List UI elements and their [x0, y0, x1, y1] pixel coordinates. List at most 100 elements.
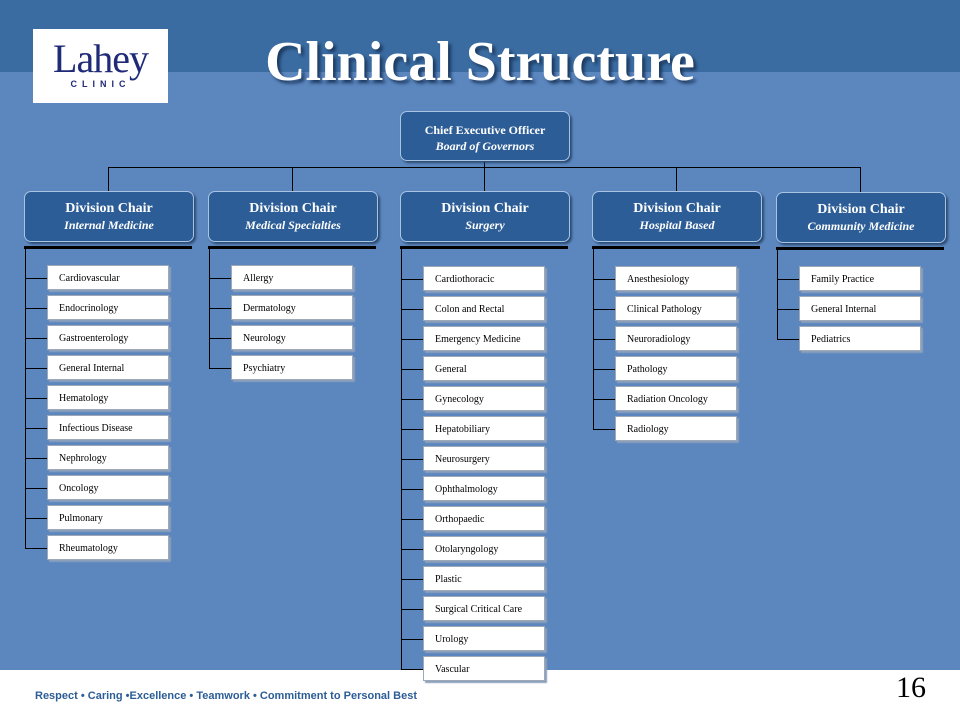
department-connector: [25, 458, 47, 459]
department-connector: [209, 338, 231, 339]
division-subtitle: Community Medicine: [807, 219, 915, 233]
slide-title: Clinical Structure: [265, 31, 695, 93]
division-underline: [776, 247, 944, 250]
department-connector: [593, 369, 615, 370]
department-box: General: [423, 356, 545, 381]
division-subtitle: Hospital Based: [639, 218, 715, 232]
department-connector: [25, 368, 47, 369]
department-box: Pathology: [615, 356, 737, 381]
department-box: Cardiovascular: [47, 265, 169, 290]
division-underline: [592, 246, 760, 249]
department-spine: [209, 249, 210, 369]
department-box: Clinical Pathology: [615, 296, 737, 321]
department-connector: [401, 579, 423, 580]
department-box: Ophthalmology: [423, 476, 545, 501]
logo-wordmark: Lahey: [53, 36, 149, 81]
division-title: Division Chair: [633, 201, 721, 216]
division-underline: [400, 246, 568, 249]
department-box: Neurosurgery: [423, 446, 545, 471]
department-box: Endocrinology: [47, 295, 169, 320]
division-underline: [24, 246, 192, 249]
logo-subtitle: CLINIC: [70, 79, 131, 89]
department-box: General Internal: [799, 296, 921, 321]
division-drop-line: [484, 167, 485, 191]
department-connector: [777, 279, 799, 280]
department-box: Family Practice: [799, 266, 921, 291]
department-connector: [25, 548, 47, 549]
division-title: Division Chair: [441, 201, 529, 216]
department-box: Oncology: [47, 475, 169, 500]
division-drop-line: [108, 167, 109, 191]
department-box: Pediatrics: [799, 326, 921, 351]
department-connector: [401, 279, 423, 280]
department-connector: [25, 278, 47, 279]
department-connector: [25, 428, 47, 429]
division-subtitle: Internal Medicine: [64, 218, 154, 232]
department-connector: [401, 519, 423, 520]
department-box: Rheumatology: [47, 535, 169, 560]
department-box: Orthopaedic: [423, 506, 545, 531]
department-connector: [209, 278, 231, 279]
ceo-connector: [484, 159, 485, 168]
department-connector: [401, 669, 423, 670]
department-box: Plastic: [423, 566, 545, 591]
department-connector: [593, 309, 615, 310]
department-box: Anesthesiology: [615, 266, 737, 291]
department-box: Allergy: [231, 265, 353, 290]
page-number: 16: [896, 671, 926, 704]
department-spine: [25, 249, 26, 549]
department-box: Psychiatry: [231, 355, 353, 380]
ceo-subtitle: Board of Governors: [435, 139, 535, 153]
division-underline: [208, 246, 376, 249]
department-connector: [401, 639, 423, 640]
department-connector: [401, 309, 423, 310]
department-connector: [401, 549, 423, 550]
division-drop-line: [292, 167, 293, 191]
ceo-title: Chief Executive Officer: [424, 123, 546, 137]
department-box: General Internal: [47, 355, 169, 380]
department-box: Pulmonary: [47, 505, 169, 530]
division-title: Division Chair: [817, 202, 905, 217]
department-connector: [401, 429, 423, 430]
department-box: Hepatobiliary: [423, 416, 545, 441]
department-box: Radiology: [615, 416, 737, 441]
department-connector: [401, 489, 423, 490]
division-subtitle: Medical Specialties: [245, 218, 341, 232]
department-connector: [777, 339, 799, 340]
lahey-clinic-logo: Lahey CLINIC: [33, 29, 168, 103]
department-box: Otolaryngology: [423, 536, 545, 561]
department-connector: [401, 339, 423, 340]
division-title: Division Chair: [65, 201, 153, 216]
department-spine: [777, 250, 778, 339]
department-connector: [209, 368, 231, 369]
division-subtitle: Surgery: [465, 218, 505, 232]
footer-values: Respect • Caring •Excellence • Teamwork …: [35, 690, 417, 702]
department-box: Cardiothoracic: [423, 266, 545, 291]
division-title: Division Chair: [249, 201, 337, 216]
department-box: Urology: [423, 626, 545, 651]
division-drop-line: [676, 167, 677, 191]
department-box: Vascular: [423, 656, 545, 681]
department-connector: [25, 338, 47, 339]
department-connector: [593, 429, 615, 430]
ceo-node: Chief Executive Officer Board of Governo…: [400, 111, 570, 161]
department-connector: [401, 609, 423, 610]
department-connector: [593, 339, 615, 340]
department-connector: [401, 369, 423, 370]
department-connector: [209, 308, 231, 309]
department-box: Surgical Critical Care: [423, 596, 545, 621]
department-connector: [25, 308, 47, 309]
department-box: Dermatology: [231, 295, 353, 320]
department-connector: [401, 399, 423, 400]
department-connector: [593, 399, 615, 400]
department-box: Radiation Oncology: [615, 386, 737, 411]
department-box: Infectious Disease: [47, 415, 169, 440]
department-box: Neurology: [231, 325, 353, 350]
department-box: Hematology: [47, 385, 169, 410]
department-box: Colon and Rectal: [423, 296, 545, 321]
